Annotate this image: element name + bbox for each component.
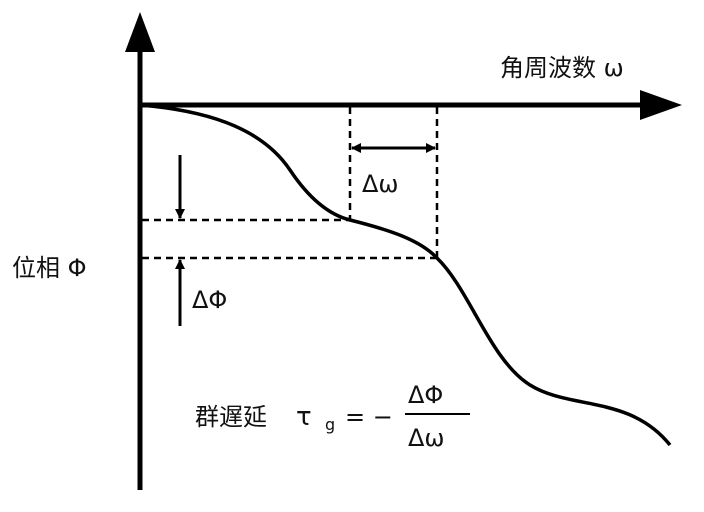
formula-equals: = − <box>345 403 393 431</box>
dashed-guides <box>142 107 439 260</box>
delta-omega-label: Δω <box>362 170 399 198</box>
formula-numerator: ΔΦ <box>408 381 443 409</box>
group-delay-formula: 群遅延 τ g = − ΔΦ Δω <box>195 381 470 452</box>
y-axis-label: 位相 Φ <box>12 254 87 282</box>
formula-tau: τ <box>296 402 312 432</box>
x-axis-label: 角周波数 ω <box>500 54 624 82</box>
formula-subscript: g <box>325 415 335 434</box>
y-axis-arrowhead <box>125 12 155 52</box>
delta-phi-label: ΔΦ <box>192 286 227 314</box>
formula-name: 群遅延 <box>195 403 267 431</box>
formula-denominator: Δω <box>408 424 445 452</box>
x-axis-arrowhead <box>640 90 682 120</box>
phase-curve <box>139 103 672 447</box>
